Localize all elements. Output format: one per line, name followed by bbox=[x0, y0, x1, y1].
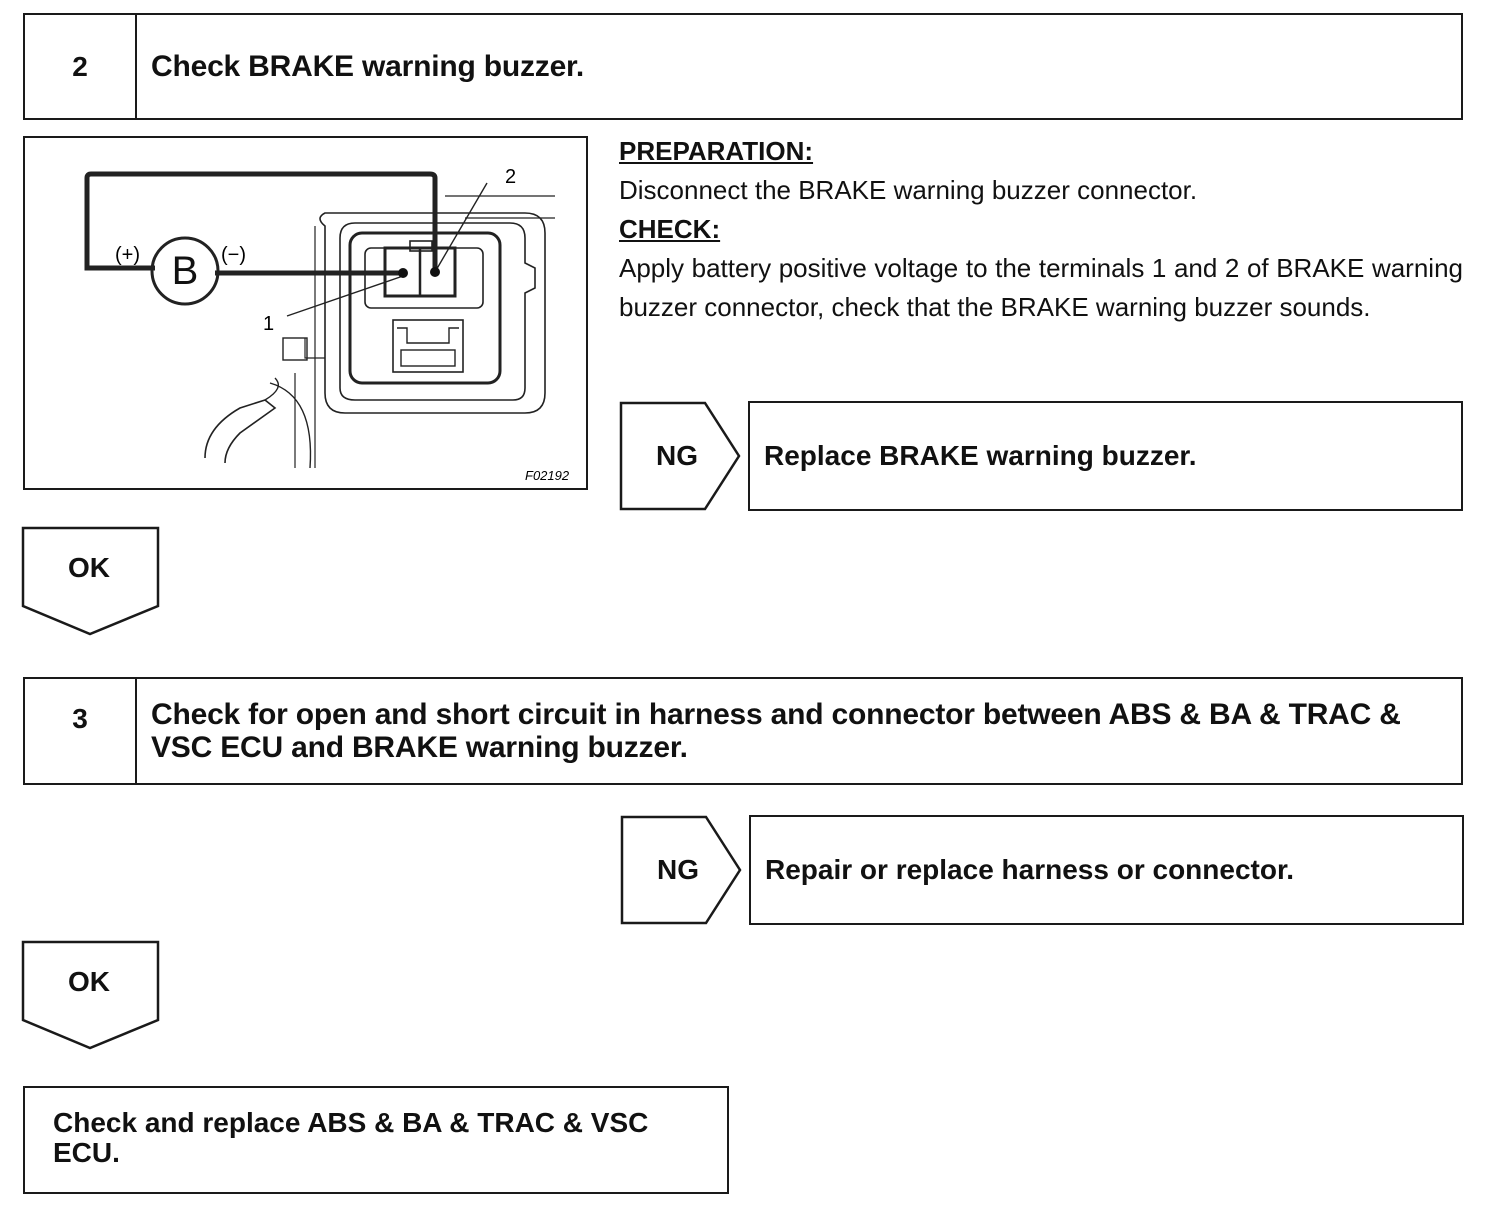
step-3-title: Check for open and short circuit in harn… bbox=[151, 698, 1401, 764]
ng-action-2: Repair or replace harness or connector. bbox=[765, 854, 1295, 885]
step-3-number: 3 bbox=[25, 679, 137, 783]
step-2-number: 2 bbox=[25, 15, 137, 118]
instructions: PREPARATION: Disconnect the BRAKE warnin… bbox=[619, 132, 1463, 327]
minus-terminal-label: (−) bbox=[221, 244, 246, 266]
ok-arrow-2 bbox=[21, 940, 160, 1050]
terminal-1-label: 1 bbox=[263, 313, 274, 335]
ng-action-1: Replace BRAKE warning buzzer. bbox=[764, 440, 1197, 471]
check-heading: CHECK: bbox=[619, 214, 721, 244]
ng-arrow-1 bbox=[619, 401, 741, 511]
ng-result-2: Repair or replace harness or connector. bbox=[749, 815, 1464, 925]
step-2-title: Check BRAKE warning buzzer. bbox=[151, 50, 585, 83]
figure-code: F02192 bbox=[525, 468, 570, 483]
buzzer-label: B bbox=[172, 249, 199, 293]
ok-label-1: OK bbox=[68, 552, 110, 583]
step-2-header: 2 Check BRAKE warning buzzer. bbox=[23, 13, 1463, 120]
connector-diagram: B (+) (−) 1 2 F02192 bbox=[84, 166, 570, 483]
step-3-header: 3 Check for open and short circuit in ha… bbox=[23, 677, 1463, 785]
ng-label-2: NG bbox=[657, 854, 699, 885]
ok-arrow-1 bbox=[21, 526, 160, 636]
check-text: Apply battery positive voltage to the te… bbox=[619, 253, 1463, 322]
wiring-figure: B (+) (−) 1 2 F02192 bbox=[23, 136, 588, 490]
final-action-text: Check and replace ABS & BA & TRAC & VSC … bbox=[53, 1107, 649, 1168]
ng-arrow-2 bbox=[620, 815, 742, 925]
preparation-heading: PREPARATION: bbox=[619, 136, 814, 166]
terminal-2-label: 2 bbox=[505, 166, 516, 188]
ng-label-1: NG bbox=[656, 440, 698, 471]
preparation-text: Disconnect the BRAKE warning buzzer conn… bbox=[619, 175, 1198, 205]
ng-result-1: Replace BRAKE warning buzzer. bbox=[748, 401, 1463, 511]
final-action-box: Check and replace ABS & BA & TRAC & VSC … bbox=[23, 1086, 729, 1194]
ok-label-2: OK bbox=[68, 966, 110, 997]
plus-terminal-label: (+) bbox=[115, 244, 140, 266]
